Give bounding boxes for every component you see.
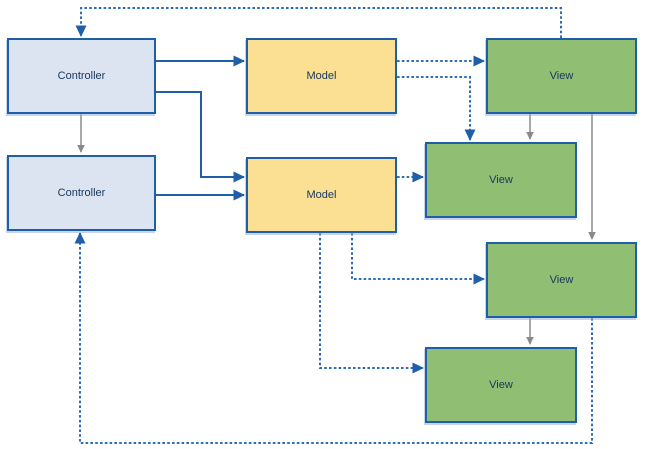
node-model-1: Model (246, 38, 397, 114)
node-controller-2: Controller (7, 155, 156, 231)
node-label: View (549, 70, 574, 82)
edge-controller1-model2 (156, 91, 245, 183)
node-view-1: View (486, 38, 637, 114)
node-label: View (489, 174, 513, 186)
edge-model2-view3 (351, 233, 485, 285)
edge-view1-controller1 (75, 7, 562, 38)
node-view-3: View (486, 242, 637, 318)
node-label: Model (306, 189, 337, 201)
edge-view3-controller2 (74, 232, 593, 444)
node-label: View (489, 379, 513, 391)
node-label: Controller (57, 187, 106, 199)
edge-model1-view2 (397, 76, 476, 141)
node-label: View (549, 274, 574, 286)
node-controller-1: Controller (7, 38, 156, 114)
node-label: Model (306, 70, 337, 82)
node-model-2: Model (246, 157, 397, 233)
node-view-4: View (425, 347, 577, 423)
edge-model2-view4 (319, 233, 424, 374)
node-view-2: View (425, 142, 577, 218)
node-label: Controller (57, 70, 106, 82)
